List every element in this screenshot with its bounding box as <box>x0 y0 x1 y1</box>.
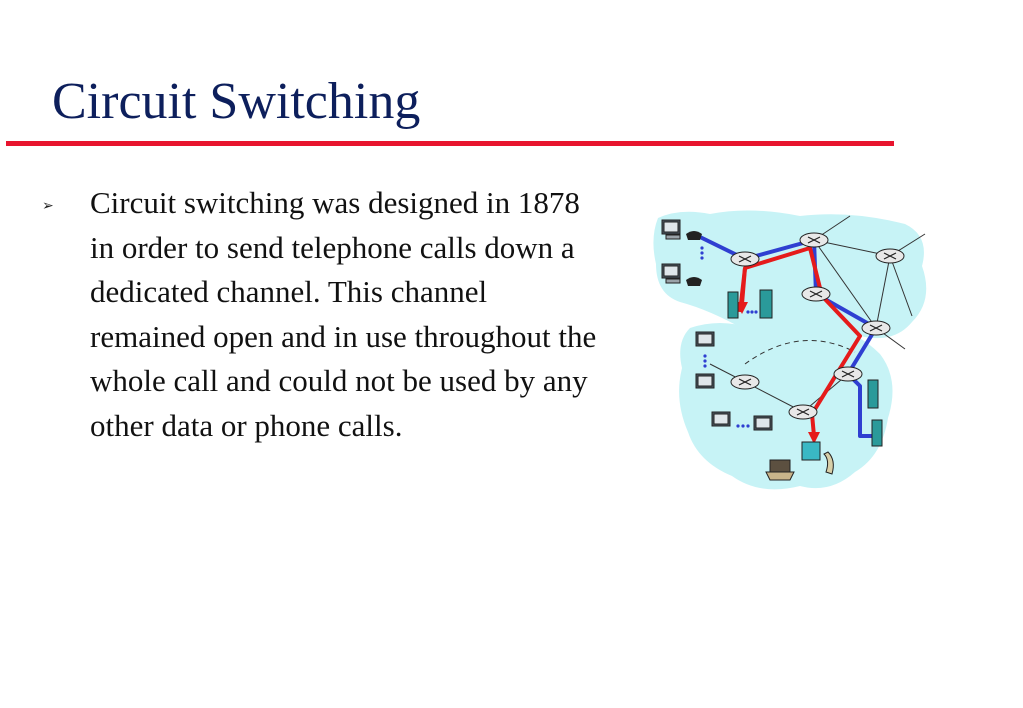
network-cloud-lower <box>679 323 893 490</box>
red-arrowhead-bottom <box>808 432 820 444</box>
laptop-icon <box>765 459 795 481</box>
access-point-box <box>801 441 821 461</box>
router-x-marks <box>738 236 897 416</box>
wireless-device-icon <box>823 451 834 475</box>
red-arrowhead-left <box>736 302 748 314</box>
telephone-icon <box>686 231 702 286</box>
body-paragraph: Circuit switching was designed in 1878 i… <box>90 185 597 443</box>
dotted-ellipsis <box>700 246 758 428</box>
dashed-link <box>744 339 856 365</box>
desktop-computer-icon <box>661 219 773 431</box>
network-cloud-upper <box>653 210 927 343</box>
slide-title: Circuit Switching <box>52 73 421 130</box>
server-icon <box>727 289 883 447</box>
circuit-switching-network-diagram <box>653 210 927 490</box>
circuit-path-red-upper <box>740 267 747 305</box>
bullet-arrow-icon: ➢ <box>42 199 54 214</box>
title-underline <box>6 141 894 146</box>
